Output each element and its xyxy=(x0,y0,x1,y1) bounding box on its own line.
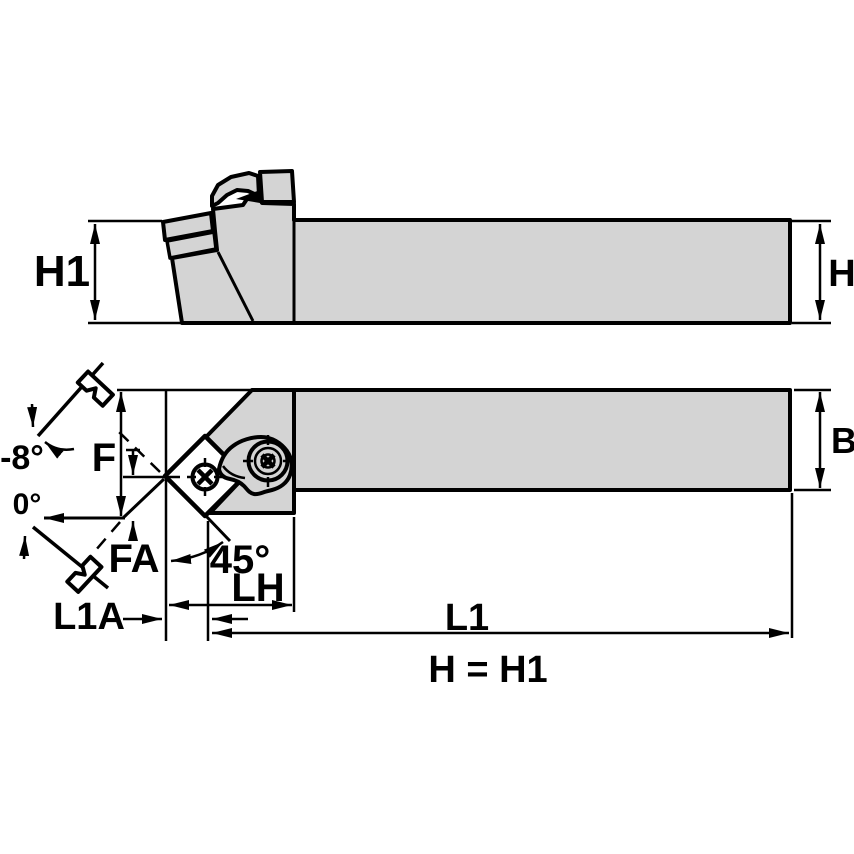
lh-label: LH xyxy=(231,566,284,610)
f-label: F xyxy=(92,436,116,480)
h1-label: H1 xyxy=(34,247,90,296)
h-label: H xyxy=(828,253,854,295)
back-rake-label: -8° xyxy=(0,439,44,477)
insert-section-symbol xyxy=(65,554,104,594)
side-rake-label: 0° xyxy=(13,488,42,521)
lead-edge-extension xyxy=(204,514,232,543)
plan-view: F FA 45° LH L1A L1 B -8° xyxy=(0,361,854,641)
b-label: B xyxy=(831,420,854,461)
head-face-edge xyxy=(216,251,255,322)
lead-angle-arc xyxy=(170,540,224,564)
rake-arc xyxy=(44,441,75,459)
tip-edge-extension xyxy=(121,477,166,520)
toolholder-side-body xyxy=(170,195,792,325)
side-view: H1 H xyxy=(34,169,854,325)
l1-label: L1 xyxy=(445,597,489,639)
insert-section-symbol xyxy=(75,369,115,408)
shank-plan xyxy=(292,388,792,492)
tip-centerline-dashdot xyxy=(118,431,161,473)
clamp-contour xyxy=(221,465,246,480)
equation-note: H = H1 xyxy=(428,649,547,691)
fa-label: FA xyxy=(108,537,159,581)
edge-dashdot xyxy=(94,521,121,552)
back-rake-glyph: -8° xyxy=(0,361,115,477)
clamp-block-side xyxy=(258,169,296,204)
insert-screw xyxy=(187,458,223,496)
rake-arrow xyxy=(19,535,30,560)
rake-reference-line xyxy=(31,525,110,590)
side-rake-glyph: 0° xyxy=(13,488,125,594)
insert-side xyxy=(161,211,215,242)
clamp-notch xyxy=(236,190,260,203)
l1a-label: L1A xyxy=(53,596,125,638)
rake-arrow xyxy=(27,403,38,428)
clamp-screw xyxy=(243,435,293,487)
lead-angle-label: 45° xyxy=(210,538,271,582)
